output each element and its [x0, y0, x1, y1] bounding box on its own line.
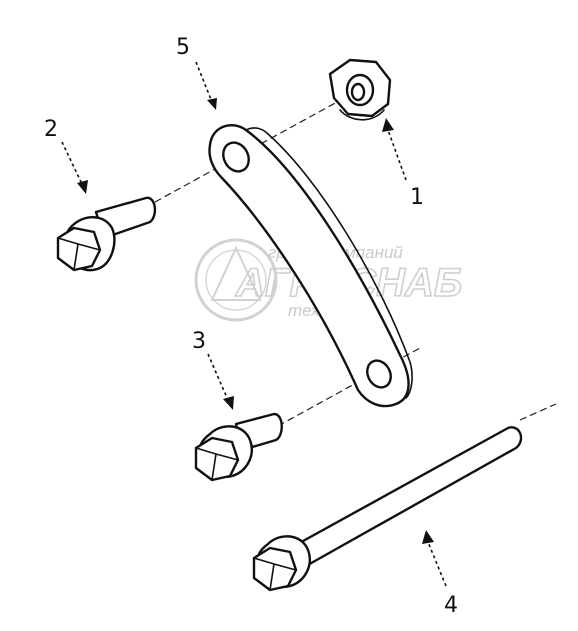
leader-arrow-3: [207, 353, 229, 401]
bracket-lower-hole: [366, 359, 392, 389]
callout-1: 1: [410, 185, 424, 210]
bracket-upper-hole: [222, 141, 250, 173]
watermark-logo-icon: [194, 238, 278, 322]
arrowhead-4-icon: [422, 530, 434, 544]
long-bolt-axis-line: [519, 403, 557, 421]
arrowhead-2-icon: [77, 180, 88, 194]
bolt-part-2: [56, 196, 157, 272]
arrowhead-3-icon: [223, 396, 234, 410]
leader-arrows: [61, 61, 447, 587]
leader-arrow-4: [427, 541, 447, 587]
callout-5: 5: [176, 35, 190, 60]
long-bolt-part-4: [252, 426, 523, 592]
bracket-part-5: [208, 124, 413, 408]
leader-arrow-2: [61, 141, 83, 185]
callout-2: 2: [44, 117, 58, 142]
flange-nut-part-1: [328, 58, 392, 121]
bolt-part-3: [194, 412, 283, 482]
leader-arrow-5: [195, 61, 213, 103]
arrowhead-1-icon: [382, 118, 394, 132]
leader-arrow-1: [387, 129, 407, 181]
callout-3: 3: [192, 329, 206, 354]
arrowhead-5-icon: [207, 98, 217, 110]
callout-4: 4: [444, 593, 458, 618]
